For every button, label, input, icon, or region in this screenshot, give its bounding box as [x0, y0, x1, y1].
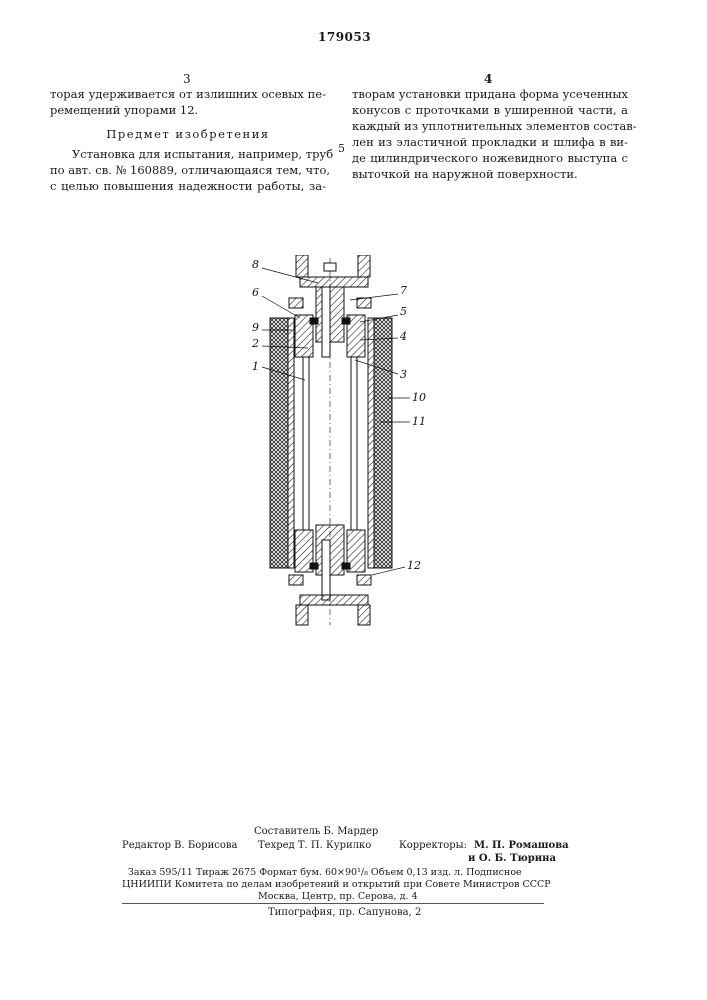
callout-label: 12	[407, 559, 421, 572]
text-line: торая удерживается от излишних осевых пе…	[50, 86, 326, 102]
section-heading: Предмет изобретения	[50, 126, 326, 142]
callout-label: 5	[400, 305, 407, 318]
right-column: творам установки придана форма усеченных…	[352, 86, 628, 182]
text-line: лен из эластичной прокладки и шлифа в ви…	[352, 134, 628, 150]
text-line: ремещений упорами 12.	[50, 102, 326, 118]
left-column-number: 3	[183, 72, 191, 86]
footer-order-line: Заказ 595/11 Тираж 2675 Формат бум. 60×9…	[128, 867, 522, 879]
line-number: 5	[338, 142, 345, 155]
callout-label: 6	[252, 286, 259, 299]
footer-compiler: Составитель Б. Мардер	[254, 826, 378, 838]
footer-corrector-2: и О. Б. Тюрина	[468, 853, 556, 865]
callout-label: 4	[399, 330, 407, 343]
text-line: де цилиндрического ножевидного выступа с	[352, 150, 628, 166]
callout-label: 7	[400, 284, 407, 297]
text-line: каждый из уплотнительных элементов соста…	[352, 118, 628, 134]
footer-printing: Типография, пр. Сапунова, 2	[268, 907, 421, 919]
footer-techred: Техред Т. П. Курилко	[258, 840, 371, 852]
callout-label: 8	[252, 258, 259, 271]
callout-label: 11	[412, 415, 426, 428]
footer-editor: Редактор В. Борисова	[122, 840, 238, 852]
callout-label: 1	[252, 360, 259, 373]
technical-drawing: 8 7 6 5 9 4 2 3 1 10 11 12	[240, 255, 440, 627]
footer-address: Москва, Центр, пр. Серова, д. 4	[258, 891, 418, 903]
callout-label: 3	[400, 368, 407, 381]
text-line: выточкой на наружной поверхности.	[352, 166, 628, 182]
right-column-number: 4	[484, 72, 492, 86]
text-line: Установка для испытания, например, труб	[50, 146, 326, 162]
footer-divider	[122, 903, 544, 904]
patent-number: 179053	[318, 30, 371, 44]
text-line: с целью повышения надежности работы, за-	[50, 178, 326, 194]
footer-correctors-label: Корректоры:	[399, 840, 467, 852]
footer-organization: ЦНИИПИ Комитета по делам изобретений и о…	[122, 879, 551, 891]
callout-label: 9	[252, 321, 259, 334]
left-column: торая удерживается от излишних осевых пе…	[50, 86, 326, 194]
text-line: по авт. св. № 160889, отличающаяся тем, …	[50, 162, 326, 178]
text-line: творам установки придана форма усеченных	[352, 86, 628, 102]
text-line: конусов с проточками в уширенной части, …	[352, 102, 628, 118]
callout-label: 10	[412, 391, 426, 404]
callout-label: 2	[251, 337, 259, 350]
footer-corrector-1: М. П. Ромашова	[474, 840, 569, 852]
